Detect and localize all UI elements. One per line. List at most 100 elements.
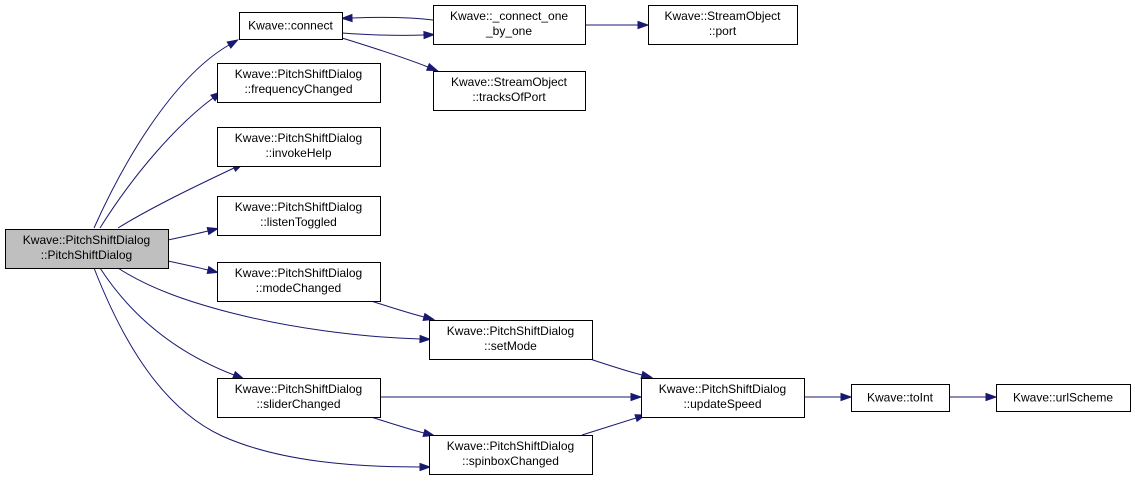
edge-setmode-to-update: [589, 358, 654, 379]
node-box: [217, 378, 381, 418]
node-label-line: ::listenToggled: [260, 215, 337, 229]
node-mode[interactable]: Kwave::PitchShiftDialog::modeChanged: [217, 262, 381, 302]
node-box: [996, 384, 1131, 412]
arrowhead-icon: [630, 392, 643, 402]
node-update[interactable]: Kwave::PitchShiftDialog::updateSpeed: [641, 378, 805, 418]
edge-line: [99, 267, 235, 376]
arrowhead-icon: [340, 13, 353, 23]
node-label-line: Kwave::PitchShiftDialog: [235, 131, 362, 145]
node-root[interactable]: Kwave::PitchShiftDialog::PitchShiftDialo…: [5, 229, 169, 269]
node-box: [648, 5, 798, 45]
edge-root-to-freq: [99, 91, 223, 229]
edge-line: [93, 44, 230, 229]
node-so-port[interactable]: Kwave::StreamObject::port: [648, 5, 798, 45]
node-freq[interactable]: Kwave::PitchShiftDialog::frequencyChange…: [217, 63, 381, 103]
node-label-line: Kwave::PitchShiftDialog: [235, 67, 362, 81]
node-box: [217, 63, 381, 103]
node-label-line: Kwave::StreamObject: [664, 9, 781, 23]
node-box: [217, 196, 381, 236]
node-label-line: Kwave::urlScheme: [1013, 391, 1113, 405]
node-setmode[interactable]: Kwave::PitchShiftDialog::setMode: [429, 320, 593, 360]
node-so-tracks[interactable]: Kwave::StreamObject::tracksOfPort: [433, 71, 586, 111]
node-listen[interactable]: Kwave::PitchShiftDialog::listenToggled: [217, 196, 381, 236]
arrowhead-icon: [840, 392, 853, 402]
arrowhead-icon: [231, 370, 245, 380]
edge-line: [589, 358, 643, 376]
node-toint[interactable]: Kwave::toInt: [851, 384, 950, 412]
node-label-line: _by_one: [485, 24, 532, 38]
node-help[interactable]: Kwave::PitchShiftDialog::invokeHelp: [217, 127, 381, 167]
node-label-line: Kwave::PitchShiftDialog: [659, 382, 786, 396]
node-label-line: Kwave::PitchShiftDialog: [235, 382, 362, 396]
edge-toint-to-url: [949, 392, 998, 402]
node-label-line: Kwave::PitchShiftDialog: [23, 233, 150, 247]
edge-slider-to-spin: [370, 416, 436, 437]
arrowhead-icon: [206, 265, 220, 274]
edge-line: [167, 260, 209, 271]
arrowhead-icon: [640, 370, 654, 379]
edge-root-to-setmode: [117, 267, 432, 344]
node-label-line: Kwave::PitchShiftDialog: [235, 266, 362, 280]
edge-update-to-toint: [804, 392, 853, 402]
edge-connect-to-connect_one: [341, 30, 436, 40]
edge-line: [167, 230, 209, 241]
node-label-line: Kwave::PitchShiftDialog: [447, 324, 574, 338]
edge-line: [370, 416, 425, 434]
arrowhead-icon: [425, 62, 439, 72]
node-box: [429, 435, 593, 475]
edge-line: [117, 267, 421, 340]
arrowhead-icon: [422, 428, 436, 437]
edge-root-to-listen: [167, 227, 220, 241]
nodes-layer: Kwave::PitchShiftDialog::PitchShiftDialo…: [5, 5, 1131, 475]
node-label-line: Kwave::connect: [248, 19, 333, 33]
node-label-line: Kwave::PitchShiftDialog: [235, 200, 362, 214]
node-box: [5, 229, 169, 269]
node-box: [239, 12, 343, 40]
node-box: [851, 384, 950, 412]
node-box: [641, 378, 805, 418]
arrowhead-icon: [206, 227, 220, 236]
node-label-line: ::setMode: [484, 339, 537, 353]
arrowhead-icon: [637, 20, 650, 30]
edge-connect_one-to-connect: [340, 13, 434, 23]
node-box: [217, 262, 381, 302]
arrowhead-icon: [419, 462, 432, 472]
edge-mode-to-setmode: [370, 300, 436, 321]
edge-line: [93, 267, 421, 468]
edge-connect_one-to-so_port: [585, 20, 650, 30]
node-connect[interactable]: Kwave::connect: [239, 12, 343, 40]
node-label-line: ::sliderChanged: [256, 397, 340, 411]
node-label-line: ::spinboxChanged: [462, 454, 559, 468]
arrowhead-icon: [226, 39, 239, 49]
arrowhead-icon: [422, 312, 436, 321]
edge-spin-to-update: [581, 414, 647, 436]
node-label-line: ::PitchShiftDialog: [41, 248, 132, 262]
node-label-line: Kwave::PitchShiftDialog: [447, 439, 574, 453]
node-connect-one[interactable]: Kwave::_connect_one_by_one: [433, 5, 586, 45]
edge-root-to-mode: [167, 260, 220, 274]
node-label-line: ::port: [709, 24, 737, 38]
edges-layer: [93, 13, 998, 472]
arrowhead-icon: [419, 334, 432, 344]
node-box: [217, 127, 381, 167]
edge-slider-to-update: [380, 392, 643, 402]
edge-line: [370, 300, 425, 318]
arrowhead-icon: [985, 392, 998, 402]
node-spin[interactable]: Kwave::PitchShiftDialog::spinboxChanged: [429, 435, 593, 475]
edge-connect-to-so_tracks: [341, 37, 439, 72]
arrowhead-icon: [423, 30, 436, 40]
node-label-line: ::tracksOfPort: [472, 90, 546, 104]
node-label-line: ::invokeHelp: [265, 146, 331, 160]
node-url[interactable]: Kwave::urlScheme: [996, 384, 1131, 412]
node-label-line: ::updateSpeed: [683, 397, 761, 411]
node-box: [429, 320, 593, 360]
node-box: [433, 71, 586, 111]
node-label-line: Kwave::toInt: [867, 391, 934, 405]
edge-line: [581, 417, 637, 436]
node-label-line: Kwave::_connect_one: [450, 9, 568, 23]
edge-line: [341, 37, 429, 68]
node-label-line: Kwave::StreamObject: [451, 75, 568, 89]
node-slider[interactable]: Kwave::PitchShiftDialog::sliderChanged: [217, 378, 381, 418]
node-box: [433, 5, 586, 45]
